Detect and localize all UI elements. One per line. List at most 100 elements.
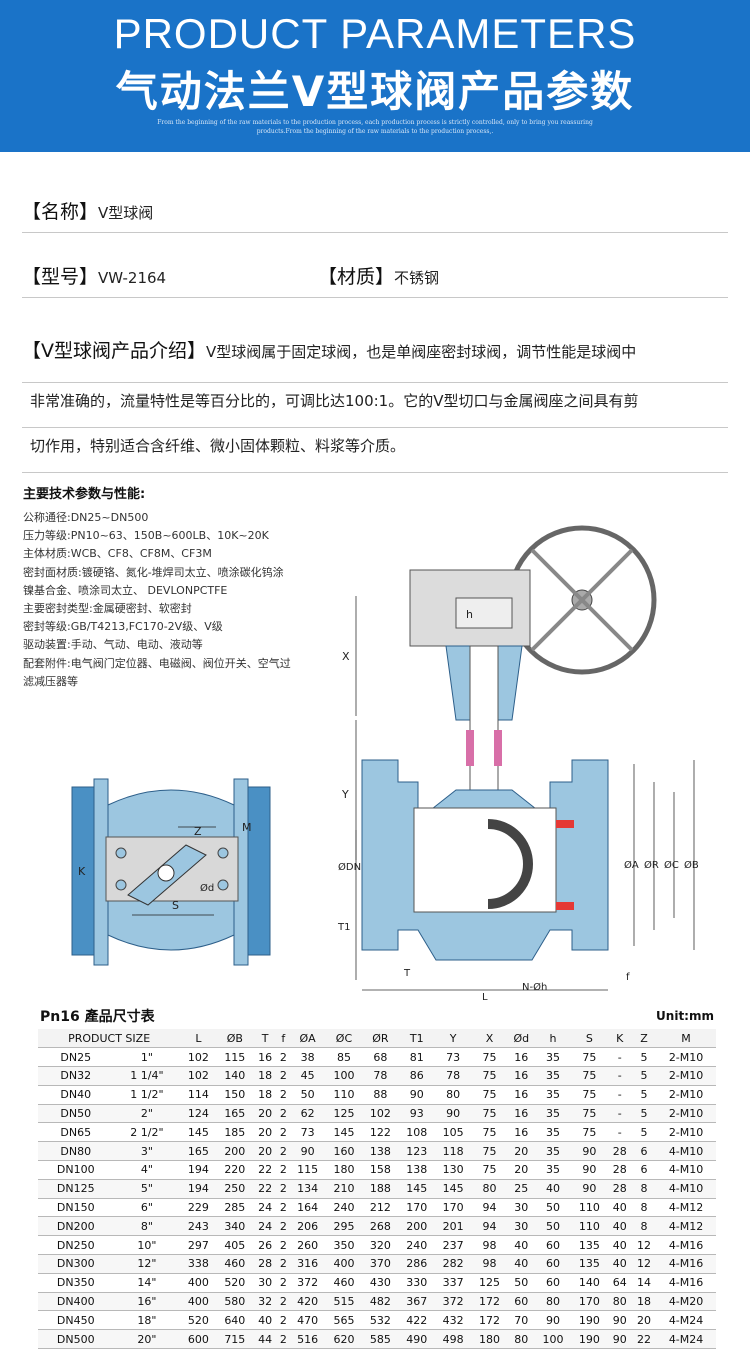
spec-item: 滤减压器等 — [23, 674, 78, 688]
table-cell: 372 — [434, 1292, 472, 1312]
table-cell: 20" — [113, 1329, 181, 1350]
table-cell: 86 — [398, 1066, 435, 1086]
table-cell: 240 — [325, 1198, 363, 1218]
table-cell: 330 — [398, 1273, 435, 1293]
label-nh: N-Øh — [522, 981, 547, 993]
intro-label: 【V型球阀产品介绍】 — [22, 340, 206, 362]
table-cell: 24 — [253, 1216, 278, 1237]
table-cell: 8 — [631, 1179, 657, 1199]
table-header-cell: Y — [434, 1029, 472, 1049]
table-cell: 68 — [362, 1047, 399, 1068]
table-cell: 40 — [253, 1310, 278, 1331]
table-cell: 138 — [398, 1160, 435, 1180]
table-cell: 4-M12 — [656, 1198, 716, 1218]
table-cell: 180 — [325, 1160, 363, 1180]
table-cell: 190 — [571, 1329, 608, 1350]
page-title-cn: 气动法兰V型球阀产品参数 — [115, 67, 635, 116]
table-cell: 16 — [507, 1122, 535, 1143]
table-cell: 8" — [113, 1216, 181, 1237]
table-cell: 140 — [571, 1273, 608, 1293]
table-cell: 585 — [362, 1329, 399, 1350]
spec-item: 配套附件:电气阀门定位器、电磁阀、阀位开关、空气过 — [23, 656, 291, 670]
table-cell: 6 — [631, 1141, 657, 1162]
table-cell: 580 — [216, 1292, 254, 1312]
table-cell: - — [607, 1066, 632, 1086]
table-cell: 520 — [216, 1273, 254, 1293]
table-cell: 2" — [113, 1104, 181, 1124]
table-cell: 35 — [534, 1047, 572, 1068]
table-cell: 150 — [216, 1085, 254, 1105]
table-cell: 190 — [571, 1310, 608, 1331]
table-cell: DN500 — [38, 1329, 114, 1350]
table-cell: - — [607, 1104, 632, 1124]
table-cell: 60 — [534, 1254, 572, 1274]
table-cell: 158 — [362, 1160, 399, 1180]
table-cell: 30 — [507, 1198, 535, 1218]
table-cell: 5 — [631, 1066, 657, 1086]
table-cell: 2 — [277, 1273, 290, 1293]
table-cell: 75 — [471, 1066, 508, 1086]
table-cell: 165 — [216, 1104, 254, 1124]
table-cell: 5 — [631, 1085, 657, 1105]
model-value: VW-2164 — [98, 269, 167, 287]
spec-item: 公称通径:DN25~DN500 — [23, 511, 149, 524]
table-cell: 75 — [471, 1085, 508, 1105]
table-cell: 460 — [216, 1254, 254, 1274]
table-cell: 340 — [216, 1216, 254, 1237]
table-cell: DN300 — [38, 1254, 114, 1274]
table-cell: 60 — [534, 1235, 572, 1256]
table-header-cell: M — [656, 1029, 716, 1049]
table-unit: Unit:mm — [656, 1009, 714, 1023]
product-intro: 【V型球阀产品介绍】V型球阀属于固定球阀，也是单阀座密封球阀，调节性能是球阀中 … — [22, 338, 728, 473]
table-cell: 490 — [398, 1329, 435, 1350]
material-value: 不锈钢 — [394, 269, 440, 287]
table-cell: 30 — [507, 1216, 535, 1237]
table-cell: 102 — [362, 1104, 399, 1124]
table-cell: 80 — [534, 1292, 572, 1312]
model-row: 【型号】VW-2164 【材质】不锈钢 — [22, 262, 728, 298]
table-cell: 12 — [631, 1254, 657, 1274]
table-cell: 50 — [534, 1216, 572, 1237]
spec-item: 密封等级:GB/T4213,FC170-2V级、V级 — [23, 620, 223, 634]
table-cell: 2 — [277, 1122, 290, 1143]
table-cell: 70 — [507, 1310, 535, 1331]
table-cell: 185 — [216, 1122, 254, 1143]
table-cell: 90 — [571, 1160, 608, 1180]
table-cell: 40 — [607, 1198, 632, 1218]
table-cell: 2 1/2" — [113, 1122, 181, 1143]
table-cell: 2-M10 — [656, 1085, 716, 1105]
intro-text-2: 非常准确的，流量特性是等百分比的，可调比达100:1。它的V型切口与金属阀座之间… — [30, 392, 639, 410]
table-cell: DN25 — [38, 1047, 114, 1068]
table-cell: 25 — [507, 1179, 535, 1199]
table-cell: DN450 — [38, 1310, 114, 1331]
table-cell: 145 — [434, 1179, 472, 1199]
table-cell: 28 — [253, 1254, 278, 1274]
table-cell: 286 — [398, 1254, 435, 1274]
table-cell: 28 — [607, 1141, 632, 1162]
label-m: M — [242, 821, 252, 834]
table-cell: 16 — [507, 1085, 535, 1105]
table-cell: 125 — [471, 1273, 508, 1293]
table-cell: 620 — [325, 1329, 363, 1350]
table-header-cell: ØB — [216, 1029, 254, 1049]
table-cell: 50 — [534, 1198, 572, 1218]
table-cell: 80 — [471, 1179, 508, 1199]
table-cell: 60 — [507, 1292, 535, 1312]
table-cell: 2 — [277, 1179, 290, 1199]
table-cell: 210 — [325, 1179, 363, 1199]
table-cell: 2 — [277, 1329, 290, 1350]
table-cell: 35 — [534, 1141, 572, 1162]
table-cell: 170 — [434, 1198, 472, 1218]
table-cell: 40 — [534, 1179, 572, 1199]
label-t1: T1 — [337, 922, 350, 933]
table-cell: 482 — [362, 1292, 399, 1312]
label-z: Z — [194, 825, 202, 838]
